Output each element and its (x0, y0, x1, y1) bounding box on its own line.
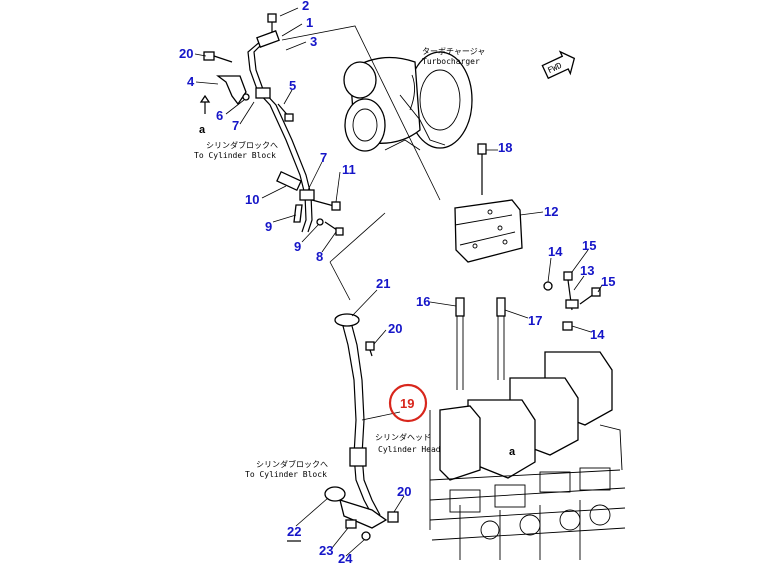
stud-part-16 (455, 297, 465, 390)
callout-15-lower: 15 (601, 274, 615, 289)
stud-part-17 (496, 297, 506, 380)
bolt-part-13 (563, 271, 579, 311)
bolt-part-20-mid (365, 341, 375, 357)
callout-22: 22 (287, 524, 301, 539)
callout-5: 5 (289, 78, 296, 93)
nut-part-14-upper (543, 281, 553, 291)
stud-part-18 (477, 143, 487, 195)
callout-17: 17 (528, 313, 542, 328)
gasket-part-22 (324, 486, 346, 502)
turbocharger (343, 51, 473, 152)
callout-19-highlight[interactable]: 19 (388, 383, 428, 423)
cyl-block-label-jp-2: シリンダブロックへ (256, 459, 328, 469)
leader-lines (194, 7, 603, 557)
bolt-part-5 (277, 103, 294, 122)
callout-7-lower: 7 (320, 150, 327, 165)
callout-numbers: 2 1 3 20 4 5 6 7 7 11 10 9 9 8 18 12 14 … (179, 0, 615, 564)
callout-3: 3 (310, 34, 317, 49)
callout-20-bottom: 20 (397, 484, 411, 499)
washer-part-6 (242, 93, 250, 101)
cyl-head-label-jp: シリンダヘッド (375, 432, 431, 442)
callout-19: 19 (400, 396, 414, 411)
washer-part-9-lower (316, 218, 324, 226)
callout-4: 4 (187, 74, 195, 89)
callout-12: 12 (544, 204, 558, 219)
callout-9-upper: 9 (265, 219, 272, 234)
bracket-part-4 (216, 75, 247, 106)
callout-24: 24 (338, 551, 353, 564)
callout-8: 8 (316, 249, 323, 264)
bolt-part-20-bottom (387, 511, 399, 523)
engine-cylinder-head (429, 351, 626, 560)
highlight-circle (388, 383, 428, 423)
callout-2: 2 (302, 0, 309, 13)
bolt-part-15 (579, 287, 601, 305)
reference-a-label-2: a (509, 446, 516, 458)
callout-7-upper: 7 (232, 118, 239, 133)
callout-20-mid: 20 (388, 321, 402, 336)
callout-20-top: 20 (179, 46, 193, 61)
callout-15-upper: 15 (582, 238, 596, 253)
callout-13: 13 (580, 263, 594, 278)
nut-part-14-lower (562, 321, 573, 331)
clamp-part-9-upper (293, 204, 303, 223)
bolt-part-23 (345, 519, 357, 529)
callout-23: 23 (319, 543, 333, 558)
bolt-part-2 (267, 13, 277, 32)
callout-16: 16 (416, 294, 430, 309)
callout-14-upper: 14 (548, 244, 563, 259)
cyl-head-label-en: Cylinder Head (378, 445, 441, 454)
bolt-part-20-top (203, 51, 233, 63)
turbocharger-label-jp: ターボチャージャ (422, 47, 485, 56)
callout-9-lower: 9 (294, 239, 301, 254)
callout-21: 21 (376, 276, 390, 291)
washer-part-24 (361, 531, 371, 541)
oil-supply-pipe-upper (247, 30, 315, 233)
callout-11: 11 (342, 162, 356, 177)
callout-14-lower: 14 (590, 327, 605, 342)
callout-6: 6 (216, 108, 223, 123)
cyl-block-label-en-2: To Cylinder Block (245, 470, 327, 479)
sleeve-part-10 (276, 170, 302, 192)
oil-pipe-part-19 (334, 313, 388, 529)
fwd-arrow: FWD (541, 50, 576, 80)
ref-arrow-a (199, 94, 211, 114)
reference-a-label: a (199, 124, 206, 136)
callout-18: 18 (498, 140, 512, 155)
bolt-part-8 (324, 221, 344, 236)
cyl-block-label-jp-1: シリンダブロックへ (206, 140, 278, 150)
callout-10: 10 (245, 192, 259, 207)
bracket-part-12 (454, 199, 523, 263)
callout-1: 1 (306, 15, 313, 30)
turbocharger-label-en: Turbocharger (422, 57, 480, 66)
cyl-block-label-en-1: To Cylinder Block (194, 151, 276, 160)
